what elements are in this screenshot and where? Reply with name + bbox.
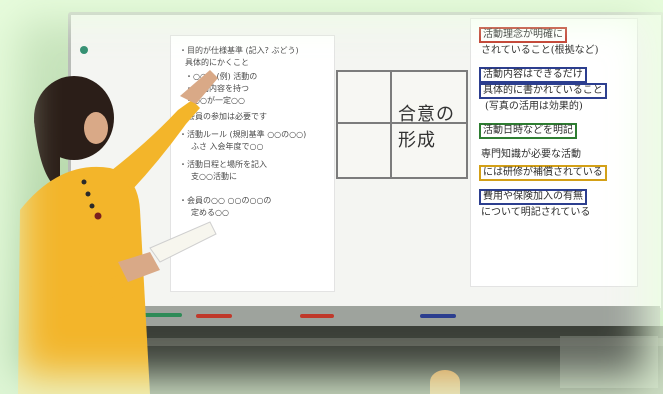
right-item-line: されていること(根拠など) (481, 45, 599, 56)
right-item-line: 活動理念が明確に (479, 27, 567, 43)
right-item-line: には研修が補償されている (479, 165, 607, 181)
sheet-line: ・活動内容を持つ (185, 84, 249, 93)
sheet-line: ・活動日程と場所を記入 (179, 160, 267, 169)
sheet-line: ・○○○ (例) 活動の (185, 72, 258, 81)
marker-pen (142, 313, 182, 317)
right-item-line: 費用や保険加入の有無 (479, 189, 587, 205)
whiteboard-tray (128, 306, 660, 326)
sheet-line: ・会員の○○ ○○の○○の (179, 196, 272, 205)
middle-diagram-sheet: 合意の 形成 (336, 70, 468, 179)
board-magnet (80, 46, 88, 54)
right-item-line: について明記されている (481, 207, 591, 218)
marker-pen (196, 314, 232, 318)
marker-pen (300, 314, 334, 318)
sheet-line: ・目的が仕様基準 (記入? ぶどう) (179, 46, 299, 55)
sheet-line: 具体的にかくこと (185, 58, 249, 67)
right-item-line: 活動内容はできるだけ (479, 67, 587, 83)
right-item-line: 活動日時などを明記 (479, 123, 577, 139)
sheet-line: 支○○活動に (191, 172, 237, 181)
right-item-line: 具体的に書かれていること (479, 83, 607, 99)
sheet-line: ふさ 入会年度で○○ (191, 142, 264, 151)
right-paper-sheet: 活動理念が明確に されていること(根拠など) 活動内容はできるだけ 具体的に書か… (470, 18, 638, 287)
yellow-shirt (18, 166, 150, 394)
sheet-line: ・会員の参加は必要です (179, 112, 267, 121)
diagram-handwriting: 合意の 形成 (398, 104, 455, 151)
orange-object (430, 370, 460, 394)
chair (560, 336, 658, 388)
sheet-line: ・○○が一定○○ (185, 96, 245, 105)
marker-pen (420, 314, 456, 318)
right-item-line: (写真の活用は効果的) (485, 101, 583, 112)
diagram-divider-horizontal (338, 122, 466, 124)
diagram-divider-vertical (390, 72, 392, 177)
left-paper-sheet: ・目的が仕様基準 (記入? ぶどう) 具体的にかくこと ・○○○ (例) 活動の… (170, 35, 335, 292)
sheet-line: 定める○○ (191, 208, 229, 217)
paper-in-hand (149, 221, 217, 263)
hand-pointing (180, 70, 218, 104)
sheet-line: ・活動ルール (規則基準 ○○の○○) (179, 130, 307, 139)
right-item-line: 専門知識が必要な活動 (481, 149, 581, 160)
